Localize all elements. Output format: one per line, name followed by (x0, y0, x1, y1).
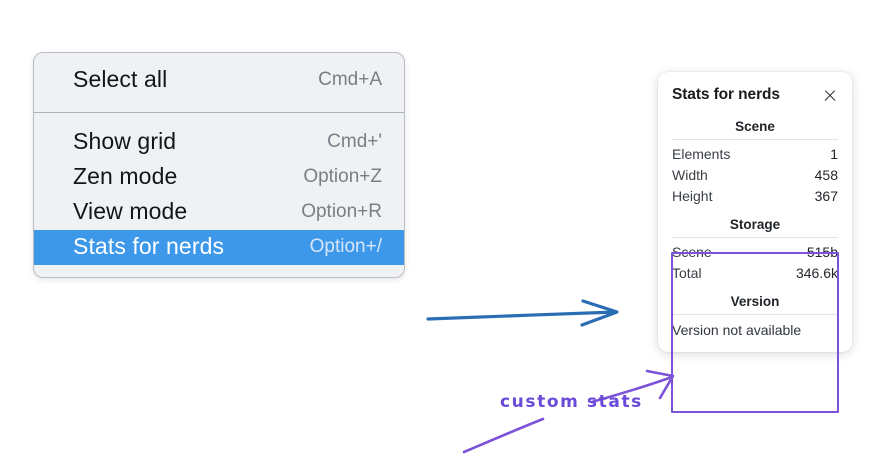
menu-item-stats-for-nerds[interactable]: Stats for nerds Option+/ (34, 230, 404, 265)
stat-row-version-value: Version not available (672, 322, 802, 338)
menu-group-2: Show grid Cmd+' Zen mode Option+Z View m… (34, 113, 404, 277)
section-divider (672, 314, 838, 315)
stat-value: 367 (814, 188, 838, 204)
menu-item-shortcut: Cmd+A (318, 68, 382, 90)
stat-value: 1 (830, 146, 838, 162)
menu-separator (34, 112, 404, 113)
menu-item-label: Stats for nerds (73, 233, 225, 259)
menu-item-shortcut: Option+R (301, 200, 382, 222)
stat-key: Width (672, 167, 708, 183)
stat-row-height: Height 367 (670, 186, 840, 207)
stat-row-elements: Elements 1 (670, 144, 840, 165)
menu-item-label: Show grid (73, 128, 177, 154)
stat-value: 346.6k (795, 265, 838, 281)
menu-item-label: View mode (73, 198, 188, 224)
close-icon[interactable] (822, 87, 838, 103)
purple-underline-stroke (462, 417, 545, 454)
section-heading-storage: Storage (729, 217, 781, 232)
stat-value: 515b (806, 244, 838, 260)
blue-arrow (426, 299, 619, 327)
context-menu[interactable]: Select all Cmd+A Show grid Cmd+' Zen mod… (33, 52, 405, 278)
panel-header: Stats for nerds (670, 84, 840, 104)
stat-key: Total (672, 265, 702, 281)
stat-key: Elements (672, 146, 731, 162)
menu-item-show-grid[interactable]: Show grid Cmd+' (34, 125, 404, 160)
stat-row-width: Width 458 (670, 165, 840, 186)
stats-section-scene: Scene Elements 1 Width 458 Height 367 (670, 118, 840, 207)
stat-row-total-storage: Total 346.6k (670, 263, 840, 284)
menu-item-label: Select all (73, 66, 168, 92)
section-divider (672, 237, 838, 238)
stats-section-storage: Storage Scene 515b Total 346.6k (670, 216, 840, 284)
stat-key: Height (672, 188, 713, 204)
stats-for-nerds-panel: Stats for nerds Scene Elements 1 Width 4… (658, 72, 852, 352)
stat-row-scene-storage: Scene 515b (670, 242, 840, 263)
menu-item-select-all[interactable]: Select all Cmd+A (34, 63, 404, 98)
menu-item-view-mode[interactable]: View mode Option+R (34, 195, 404, 230)
menu-item-zen-mode[interactable]: Zen mode Option+Z (34, 160, 404, 195)
stats-section-version: Version Version not available (670, 293, 840, 340)
section-divider (672, 139, 838, 140)
section-heading-scene: Scene (735, 119, 775, 134)
panel-title: Stats for nerds (672, 86, 780, 103)
menu-item-shortcut: Cmd+' (327, 130, 382, 152)
menu-item-label: Zen mode (73, 163, 178, 189)
menu-group-1: Select all Cmd+A (34, 53, 404, 112)
section-heading-version: Version (730, 294, 780, 309)
stat-value: 458 (814, 167, 838, 183)
menu-item-shortcut: Option+/ (309, 235, 382, 257)
annotation-label: custom stats (500, 392, 643, 412)
stat-key: Scene (672, 244, 712, 260)
menu-item-shortcut: Option+Z (303, 165, 382, 187)
